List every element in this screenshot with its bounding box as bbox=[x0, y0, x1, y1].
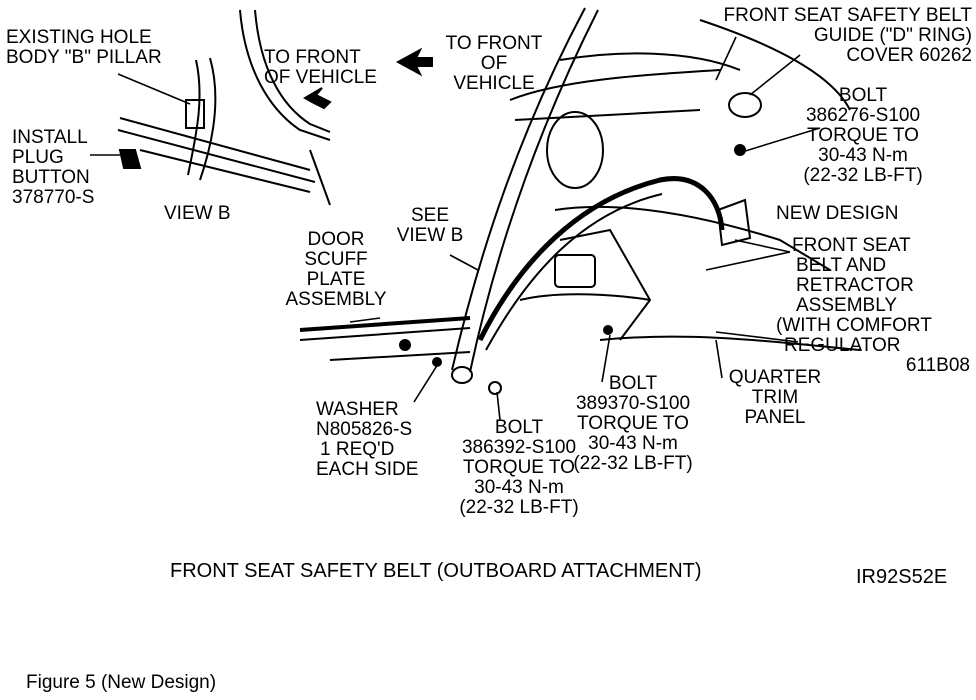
pillar-and-quarter bbox=[451, 7, 861, 373]
figure-code: IR92S52E bbox=[856, 566, 948, 588]
new-design-label: NEW DESIGN bbox=[776, 203, 899, 224]
leader-lines bbox=[90, 36, 821, 421]
front-arrow-1-icon bbox=[303, 87, 332, 110]
view-b-inset bbox=[117, 9, 331, 206]
retractor-label: FRONT SEAT BELT AND RETRACTOR ASSEMBLY (… bbox=[776, 235, 970, 376]
figure-title: Figure 5 (New Design) bbox=[26, 672, 217, 693]
door-scuff-plate bbox=[299, 316, 471, 361]
diagram-caption: FRONT SEAT SAFETY BELT (OUTBOARD ATTACHM… bbox=[170, 560, 702, 582]
front-arrow-2-icon bbox=[395, 47, 433, 77]
view-b-label: VIEW B bbox=[164, 203, 231, 224]
lower-anchor bbox=[432, 325, 613, 395]
